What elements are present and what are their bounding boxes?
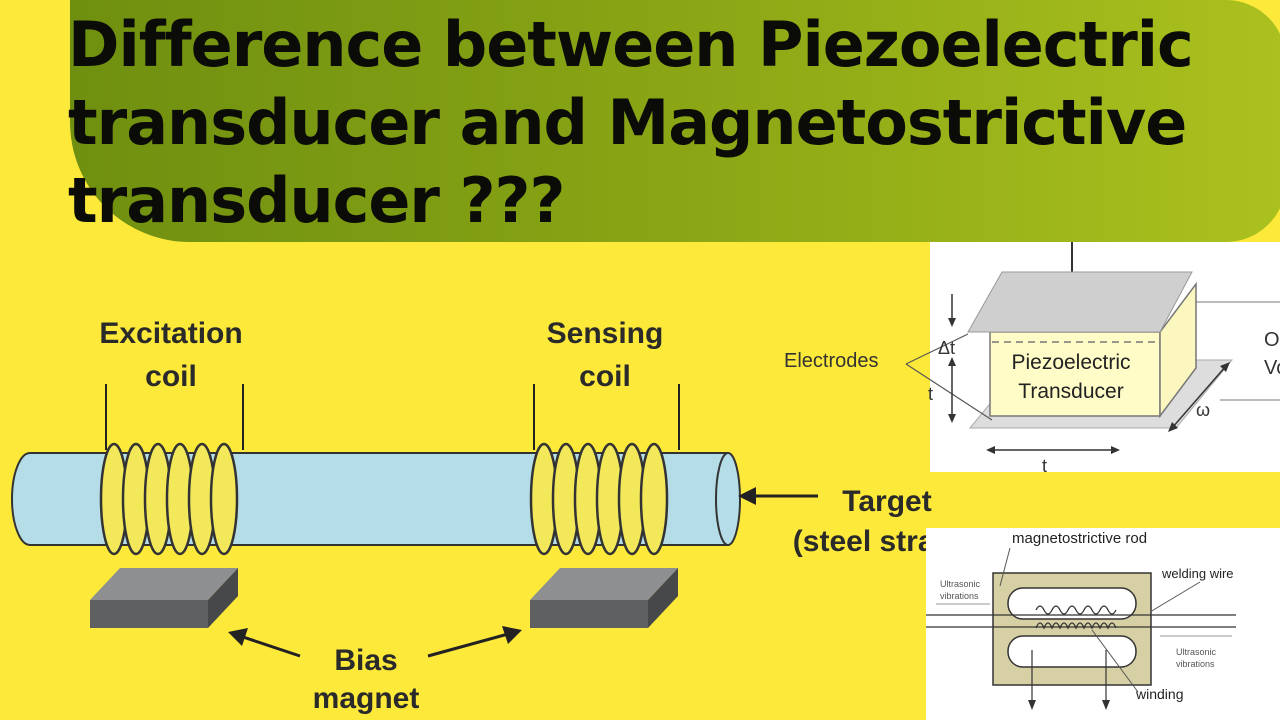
- output-label-line1: O: [1264, 329, 1280, 351]
- excitation-coil: [99, 442, 239, 556]
- ultrasonic-left-label: Ultrasonic vibrations: [940, 578, 980, 602]
- delta-t-label: Δt: [938, 338, 956, 358]
- piezoelectric-transducer-label: Piezoelectric Transducer: [996, 348, 1146, 406]
- title-line-1: Difference between Piezoelectric: [68, 8, 1194, 81]
- omega-dimension: [1171, 365, 1227, 429]
- bias-magnet-label-line1: Bias: [334, 644, 398, 677]
- welding-wire-pointer: [1149, 581, 1201, 613]
- electrode-pointer-bottom: [905, 363, 993, 421]
- omega-label: ω: [1196, 400, 1211, 420]
- ultrasonic-right-label: Ultrasonic vibrations: [1176, 646, 1216, 670]
- bias-magnet-right: [530, 568, 678, 628]
- title-line-3: transducer ???: [68, 164, 565, 237]
- t-side-label: t: [928, 384, 934, 404]
- output-label-line2: Vo: [1264, 357, 1280, 379]
- omega-arrowhead-top: [1220, 362, 1230, 372]
- winding-coil: [1035, 605, 1117, 615]
- t-vertical-arrowhead-top: [948, 357, 956, 366]
- delta-t-arrowhead: [948, 318, 956, 327]
- winding-label-pointer: [1091, 629, 1139, 693]
- target-arrowhead: [738, 487, 756, 505]
- sensing-coil-label: Sensing coil: [530, 312, 680, 398]
- top-electrode: [967, 271, 1193, 333]
- title-banner: [70, 0, 1280, 242]
- excitation-coil-label-line2: coil: [145, 360, 197, 393]
- rod-slot-bottom: [1007, 635, 1137, 668]
- omega-arrowhead-bottom: [1168, 422, 1178, 432]
- winding-lead-left-arrowhead: [1028, 700, 1036, 710]
- bias-magnet-label: Bias magnet: [296, 642, 436, 718]
- crystal-front: [989, 331, 1161, 417]
- ultrasonic-left-line1: Ultrasonic: [940, 579, 981, 589]
- page-title: Difference between Piezoelectric transdu…: [68, 6, 1268, 240]
- bias-arrow-left: [239, 634, 301, 658]
- t-vertical-arrowhead-bottom: [948, 414, 956, 423]
- crystal-side: [1159, 281, 1197, 419]
- rod-label-pointer: [999, 547, 1011, 587]
- bias-magnet-left: [90, 568, 238, 628]
- ultrasonic-right-line1: Ultrasonic: [1176, 647, 1217, 657]
- ultrasonic-left-line2: vibrations: [940, 591, 979, 601]
- piezo-label-line1: Piezoelectric: [1011, 351, 1131, 374]
- excitation-coil-label-line1: Excitation: [99, 317, 243, 350]
- sensing-coil-label-line2: coil: [579, 360, 631, 393]
- output-voltage-label: O Vo: [1264, 326, 1280, 382]
- bias-arrowhead-left: [228, 628, 248, 646]
- winding-lead-right-arrowhead: [1102, 700, 1110, 710]
- t-bottom-label: t: [1042, 456, 1048, 476]
- electrode-pointer-top: [905, 333, 969, 365]
- bias-arrow-right: [427, 632, 509, 658]
- title-line-2: transducer and Magnetostrictive: [68, 86, 1187, 159]
- electrodes-label: Electrodes: [784, 350, 879, 372]
- t-horizontal-arrowhead-left: [986, 446, 995, 454]
- piezo-label-line2: Transducer: [1018, 380, 1124, 403]
- ultrasonic-right-line2: vibrations: [1176, 659, 1215, 669]
- excitation-coil-label: Excitation coil: [88, 312, 254, 398]
- winding-label: winding: [1136, 686, 1184, 702]
- rod-slot-top: [1007, 587, 1137, 620]
- welding-wire-label: welding wire: [1162, 566, 1234, 581]
- t-horizontal-arrowhead-right: [1111, 446, 1120, 454]
- magnetostrictive-rod-label: magnetostrictive rod: [1012, 530, 1148, 547]
- sensing-coil-label-line1: Sensing: [546, 317, 664, 350]
- winding-coil-lower: [1035, 622, 1117, 630]
- bias-magnet-label-line2: magnet: [312, 682, 420, 715]
- target-label-line1: Target: [842, 485, 932, 518]
- bias-arrowhead-right: [502, 626, 522, 644]
- sensing-coil: [529, 442, 669, 556]
